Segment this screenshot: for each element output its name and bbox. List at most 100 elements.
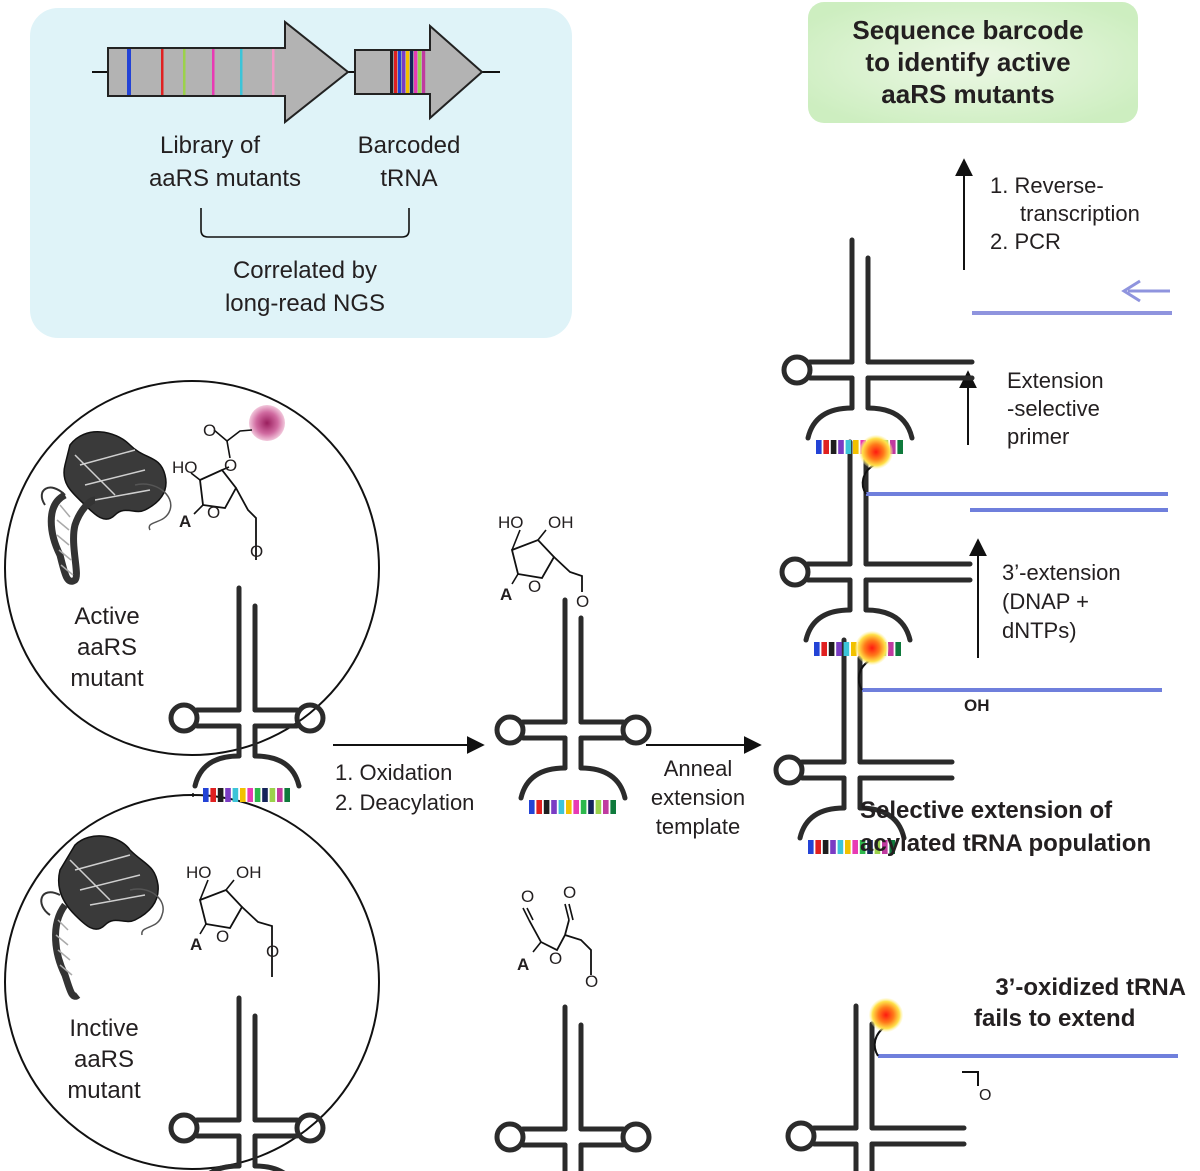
extension-line1: 3’-extension — [1002, 560, 1121, 585]
anneal-line3: template — [656, 814, 740, 839]
result-title-line1: Sequence barcode — [852, 15, 1083, 45]
primer-arrowhead — [1121, 279, 1141, 303]
extension-line3: dNTPs) — [1002, 618, 1077, 643]
trna-barcode-stripe — [816, 440, 822, 454]
inactive-ho-label: HO — [186, 863, 212, 882]
trna-barcode-stripe — [588, 800, 594, 814]
trna-barcode-stripe — [837, 840, 844, 854]
inactive-cell-label-line2: aaRS — [74, 1046, 134, 1073]
library-label-line1: Library of — [160, 132, 260, 159]
barcode-stripe — [398, 51, 402, 93]
trna-barcode-stripe — [845, 840, 851, 854]
trna-barcode-stripe — [284, 788, 290, 802]
anneal-line1: Anneal — [664, 756, 733, 781]
oxidized-o2-label: O — [563, 883, 576, 902]
barcode-stripe — [414, 51, 418, 93]
trna-barcode-stripe — [277, 788, 283, 802]
inactive-oh-label: OH — [236, 863, 262, 882]
trna-barcode-stripe — [853, 440, 859, 454]
barcode-stripe — [390, 51, 394, 93]
active-cell-label-line3: mutant — [70, 665, 144, 692]
extension-duplexes: OH O — [855, 279, 1178, 1104]
barcoded-label-line2: tRNA — [380, 165, 437, 192]
trna-barcode-stripe — [536, 800, 542, 814]
trna-barcode-stripe — [814, 642, 820, 656]
extended-trna — [779, 439, 973, 656]
oxidized-base-a-label: A — [517, 955, 529, 974]
trna-barcode-stripe — [895, 642, 901, 656]
inactive-aars-protein — [40, 835, 164, 1000]
trna-barcode-stripe — [859, 840, 866, 854]
barcode-stripe — [418, 51, 422, 93]
extension-line2: (DNAP + — [1002, 589, 1089, 614]
oxidation-line1: 1. Oxidation — [335, 760, 452, 785]
trna-barcode-stripe — [610, 800, 616, 814]
mutation-stripe — [161, 49, 164, 95]
aars-gene-arrow — [107, 19, 350, 125]
trna-barcode-stripe — [225, 788, 231, 802]
trna-barcode-stripe — [815, 840, 821, 854]
trna-barcode-stripe — [203, 788, 209, 802]
primer-line3: primer — [1007, 424, 1069, 449]
trna-barcode-stripe — [573, 800, 579, 814]
aldehyde-o-label: O — [979, 1087, 991, 1104]
barcoded-label-line1: Barcoded — [358, 132, 461, 159]
trna-barcode-stripe — [897, 440, 903, 454]
trna-barcode-stripe — [558, 800, 565, 814]
barcode-stripe — [422, 51, 426, 93]
result-panel: Sequence barcode to identify active aaRS… — [808, 2, 1138, 123]
trna-barcode-stripe — [269, 788, 276, 802]
result-panel-bg — [808, 2, 1138, 123]
inactive-ribose: HO OH O A O — [186, 863, 279, 977]
correlation-bracket — [200, 208, 410, 238]
result-title-line2: to identify active — [865, 47, 1070, 77]
ester-o-label: O — [203, 421, 216, 440]
active-linker-o-label: O — [250, 542, 263, 561]
trna-barcode-stripe — [808, 840, 814, 854]
active-cell-label-line2: aaRS — [77, 634, 137, 661]
selective-outcome-line1: Selective extension of — [860, 797, 1113, 824]
trna-barcode-stripe — [888, 642, 894, 656]
oxidized-outcome-line2: fails to extend — [974, 1005, 1135, 1032]
mutation-stripe — [272, 49, 275, 95]
trna-barcode-stripe — [830, 440, 837, 454]
active-ho-label: HO — [172, 458, 198, 477]
amino-acid-blob — [249, 405, 285, 441]
trna-barcode-stripe — [851, 642, 857, 656]
trna-barcode-stripe — [217, 788, 224, 802]
mutation-stripe — [183, 49, 186, 95]
rt-pcr-line1: 1. Reverse- — [990, 173, 1104, 198]
trna-barcode-stripe — [247, 788, 253, 802]
result-title-line3: aaRS mutants — [881, 79, 1054, 109]
inactive-trna — [168, 995, 326, 1171]
trna-barcode-stripe — [828, 642, 835, 656]
trna-barcode-stripe — [890, 440, 896, 454]
dye-2 — [859, 435, 893, 469]
active-aars-protein — [40, 431, 172, 585]
active-cell-label-line1: Active — [74, 603, 139, 630]
oxidized-linker-o-label: O — [585, 972, 598, 991]
inactive-base-a-label: A — [190, 935, 202, 954]
primed-trna — [781, 237, 975, 454]
oxidized-outcome-line1: 3’-oxidized tRNA — [995, 974, 1186, 1001]
trna-barcode-stripe — [838, 440, 844, 454]
correlated-label-line2: long-read NGS — [225, 290, 385, 317]
mutation-stripe — [240, 49, 243, 95]
trna-barcode-stripe — [852, 840, 858, 854]
library-label-line2: aaRS mutants — [149, 165, 301, 192]
inactive-ring-o-label: O — [216, 927, 229, 946]
deacylated-ribose: HO OH O A O — [498, 513, 589, 611]
deacyl-oh-label: OH — [548, 513, 574, 532]
trna-barcode-stripe — [845, 440, 852, 454]
trna-barcode-stripe — [529, 800, 535, 814]
trna-barcode-stripe — [240, 788, 246, 802]
trna-barcode-stripe — [262, 788, 268, 802]
inactive-cell-label-line1: Inctive — [69, 1015, 138, 1042]
oxidized-trna — [494, 1004, 652, 1171]
trna-barcode-stripe — [543, 800, 550, 814]
oxidized-ring-o-label: O — [549, 949, 562, 968]
deacyl-ho-label: HO — [498, 513, 524, 532]
anneal-line2: extension — [651, 785, 745, 810]
trna-barcode-stripe — [595, 800, 602, 814]
